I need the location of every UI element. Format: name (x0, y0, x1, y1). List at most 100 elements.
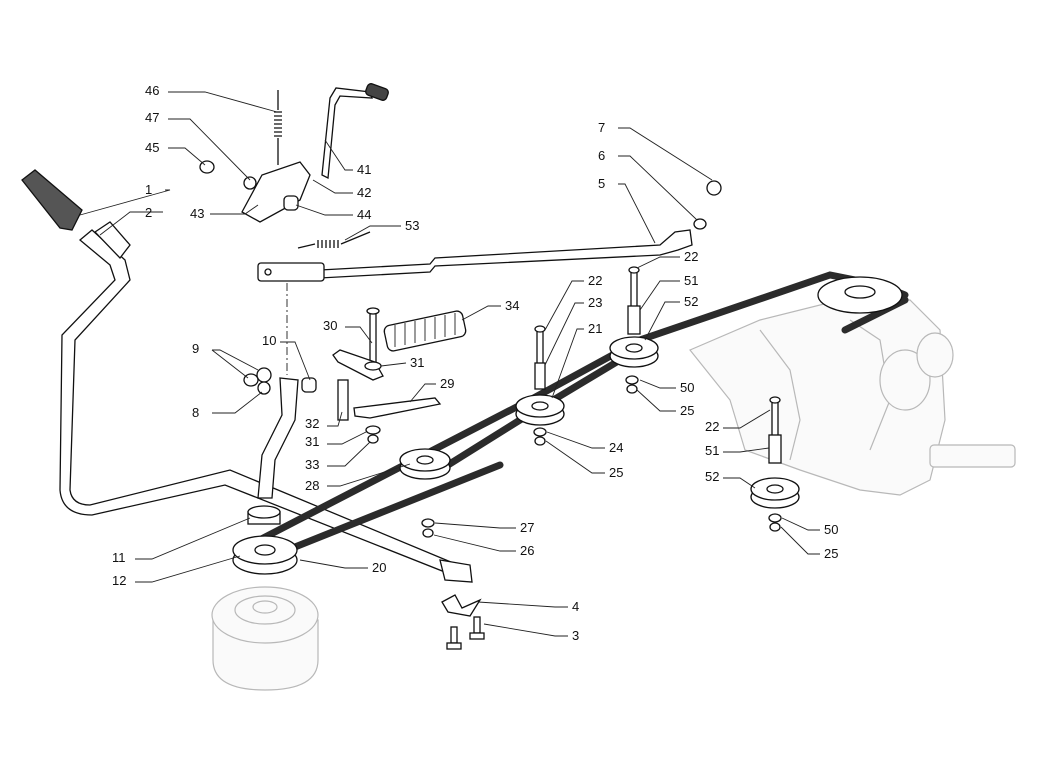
callout-21: 21 (551, 321, 602, 399)
leader-line (644, 301, 680, 341)
leader-line (212, 391, 263, 414)
callout-20: 20 (299, 559, 386, 575)
part-number-label: 50 (824, 522, 838, 537)
callout-8: 8 (192, 391, 263, 420)
leader-line (327, 463, 411, 487)
bolt-22-b (627, 266, 641, 335)
callout-1: 1 (79, 182, 171, 216)
part-number-label: 52 (684, 294, 698, 309)
part-number-label: 22 (588, 273, 602, 288)
leader-line (636, 389, 676, 412)
part-number-label: 33 (305, 457, 319, 472)
leader-line (477, 601, 568, 608)
part-number-label: 10 (262, 333, 276, 348)
part-number-label: 51 (684, 273, 698, 288)
callout-26: 26 (433, 534, 534, 558)
lever-41 (321, 87, 373, 180)
leader-line (211, 349, 249, 379)
leader-line (780, 526, 820, 555)
part-number-label: 47 (145, 110, 159, 125)
pulley-52-lower (750, 477, 800, 509)
callout-22: 22 (705, 409, 771, 434)
leader-line (168, 118, 251, 181)
pulley-21 (515, 394, 565, 426)
control-rod (257, 229, 693, 282)
callout-22: 22 (636, 249, 698, 269)
callout-9: 9 (192, 341, 259, 379)
screws-3 (446, 616, 485, 650)
spring-53 (297, 231, 371, 249)
callout-7: 7 (598, 120, 713, 181)
leader-line (168, 147, 206, 166)
callout-46: 46 (145, 83, 278, 113)
leader-line (723, 409, 771, 429)
part-number-label: 27 (520, 520, 534, 535)
leader-line (639, 379, 676, 389)
callout-22: 22 (544, 273, 602, 331)
callout-50: 50 (781, 517, 838, 537)
part-number-label: 41 (357, 162, 371, 177)
part-number-label: 20 (372, 560, 386, 575)
leader-line (781, 517, 820, 531)
leader-line (618, 127, 713, 181)
leader-line (99, 211, 163, 236)
leader-line (433, 534, 516, 552)
pulley-28 (399, 448, 451, 480)
callout-12: 12 (112, 555, 241, 588)
callout-31: 31 (305, 431, 367, 449)
part-number-label: 26 (520, 543, 534, 558)
leader-line (618, 183, 656, 244)
callout-11: 11 (112, 517, 251, 565)
clutch-ghost (211, 586, 319, 691)
callout-52: 52 (705, 469, 756, 489)
part-number-label: 45 (145, 140, 159, 155)
pulley-12 (232, 535, 298, 575)
leader-line (380, 362, 407, 367)
leader-line (723, 447, 770, 453)
callout-50: 50 (639, 379, 694, 395)
callout-25: 25 (780, 526, 838, 561)
leader-line (551, 328, 584, 399)
callout-3: 3 (483, 623, 579, 643)
leader-line (544, 280, 584, 331)
callout-51: 51 (705, 443, 770, 458)
callout-41: 41 (324, 139, 371, 177)
part-number-label: 4 (572, 599, 579, 614)
callout-31: 31 (380, 355, 424, 370)
callout-29: 29 (409, 376, 454, 403)
callout-25: 25 (545, 440, 623, 480)
part-number-label: 34 (505, 298, 519, 313)
callout-51: 51 (639, 273, 698, 311)
spacer-32 (337, 379, 349, 421)
callout-2: 2 (99, 205, 163, 236)
leader-line (639, 280, 680, 311)
leader-line (544, 302, 584, 366)
part-number-label: 43 (190, 206, 204, 221)
leader-line (312, 179, 353, 194)
callout-25: 25 (636, 389, 694, 418)
part-number-label: 7 (598, 120, 605, 135)
pulley-52-upper (609, 336, 659, 368)
callout-43: 43 (190, 204, 259, 221)
leader-line (327, 431, 367, 445)
part-number-label: 22 (684, 249, 698, 264)
leader-line (618, 155, 698, 221)
leader-line (324, 139, 353, 171)
part-number-label: 1 (145, 182, 152, 197)
callout-32: 32 (305, 411, 343, 431)
leader-line (79, 189, 171, 216)
transaxle-ghost (689, 299, 1016, 496)
callout-6: 6 (598, 148, 698, 221)
part-number-label: 42 (357, 185, 371, 200)
callout-53: 53 (344, 218, 419, 241)
bracket-4 (441, 594, 482, 617)
part-number-label: 31 (305, 434, 319, 449)
callout-34: 34 (461, 298, 519, 321)
part-number-label: 5 (598, 176, 605, 191)
bracket-upper (332, 349, 384, 381)
part-number-label: 31 (410, 355, 424, 370)
part-number-label: 25 (680, 403, 694, 418)
part-number-label: 25 (609, 465, 623, 480)
